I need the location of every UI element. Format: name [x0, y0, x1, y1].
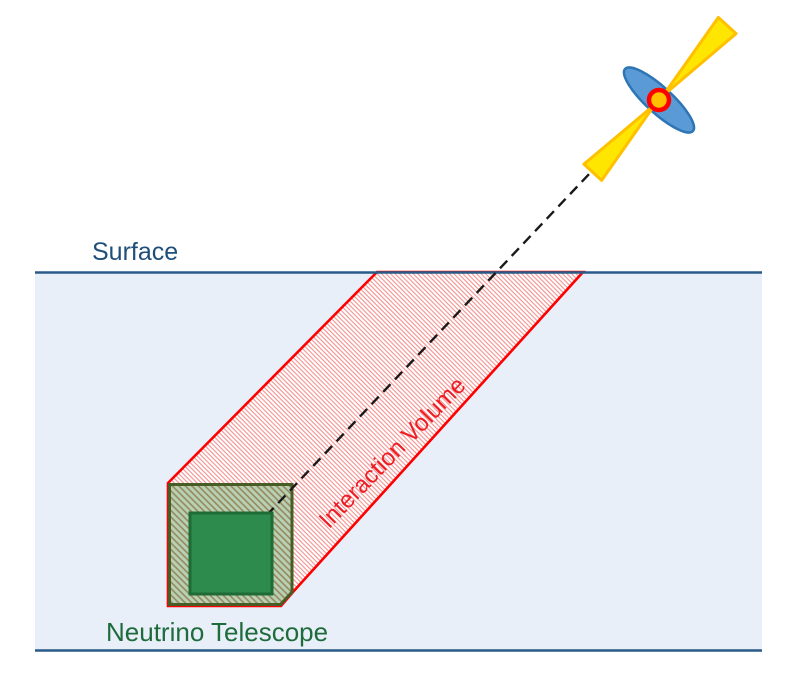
surface-label: Surface: [92, 238, 178, 266]
neutrino-path-dashed-line: [230, 99, 660, 554]
jet-lower-icon: [582, 102, 657, 182]
source-core-icon: [646, 87, 672, 113]
jet-upper-icon: [661, 15, 738, 98]
telescope-inner-square: [188, 511, 274, 596]
neutrino-telescope-label: Neutrino Telescope: [106, 617, 328, 647]
astrophysical-source: [582, 15, 738, 182]
